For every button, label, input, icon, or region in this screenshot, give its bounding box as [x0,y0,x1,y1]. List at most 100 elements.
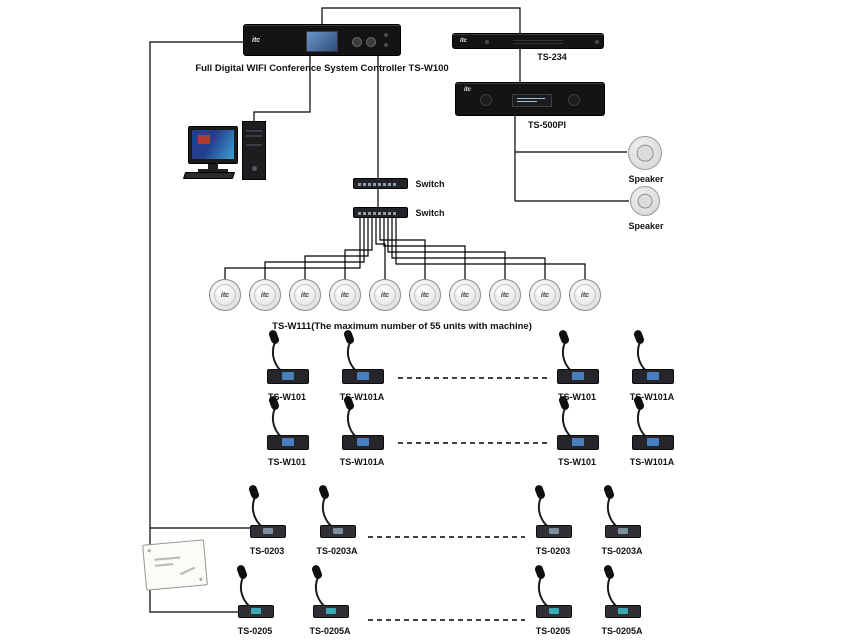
mic-label: TS-0203 [249,546,285,556]
mic-base [320,525,356,538]
mic-screen [647,438,659,446]
mic-screen [263,528,273,534]
ceiling-unit: itc [369,279,401,311]
speaker-label: Speaker [628,221,664,231]
controller-screen [306,31,338,52]
mic-screen [572,372,584,380]
ceiling-unit: itc [329,279,361,311]
network-switch [353,207,408,218]
mic-screen [357,372,369,380]
mic-base [557,435,599,450]
conference-mic [305,485,369,543]
monitor [188,126,238,164]
speaker-cone [636,144,654,162]
mic-screen [647,372,659,380]
ceiling-unit: itc [249,279,281,311]
conference-mic [255,396,319,454]
screw [485,40,489,44]
mic-label: TS-0203A [316,546,358,556]
mic-screen [549,608,559,614]
conference-mic [545,396,609,454]
mic-base [250,525,286,538]
mic-screen [333,528,343,534]
mic-base [342,369,384,384]
speaker-cone [637,193,653,209]
mic-label: TS-0205A [601,626,643,636]
switch-ports [358,183,396,186]
conference-mic [620,396,684,454]
monitor-stand [208,164,218,169]
mic-base [632,369,674,384]
monitor-base [198,169,228,172]
controller-knob [366,37,376,47]
mic-screen [549,528,559,534]
ts234-label: TS-234 [537,52,567,62]
mic-base [536,525,572,538]
mic-label: TS-W101 [557,457,597,467]
ceiling-unit: itc [529,279,561,311]
mic-screen [282,372,294,380]
mic-base [313,605,349,618]
conference-mic [330,396,394,454]
mic-label: TS-W101A [339,457,385,467]
ceiling-unit: itc [409,279,441,311]
ceiling-unit: itc [289,279,321,311]
mic-label: TS-W101 [267,457,307,467]
mic-label: TS-W101A [629,392,675,402]
mic-base [557,369,599,384]
conference-mic [590,565,654,623]
solid-wires [149,7,629,613]
speaker-label: Speaker [628,174,664,184]
ts234-unit: itc [452,33,604,49]
amplifier-unit: itc [455,82,605,116]
continuation-dashes [368,377,548,621]
ceiling-note: TS-W111(The maximum number of 55 units w… [272,321,532,332]
mic-label: TS-0205 [237,626,273,636]
monitor-screen [192,130,234,159]
mic-screen [618,608,628,614]
brand-logo: itc [460,38,468,44]
mic-base [267,369,309,384]
conference-mic [521,485,585,543]
controller-label: Full Digital WIFI Conference System Cont… [195,63,449,74]
conference-mic [590,485,654,543]
conference-mic [545,330,609,388]
amplifier-label: TS-500PI [527,120,567,130]
mic-base [536,605,572,618]
ceiling-unit: itc [449,279,481,311]
mic-base [605,605,641,618]
amp-knob [568,94,580,106]
amp-display [512,94,552,107]
computer-tower [242,121,266,180]
mic-screen [618,528,628,534]
mic-label: TS-0205A [309,626,351,636]
mic-base [267,435,309,450]
mic-label: TS-0203 [535,546,571,556]
network-switch [353,178,408,189]
mic-base [238,605,274,618]
screw [595,40,599,44]
ceiling-unit: itc [569,279,601,311]
mic-label: TS-W101 [557,392,597,402]
mic-base [632,435,674,450]
brand-logo: itc [464,87,472,93]
mic-screen [572,438,584,446]
screw [384,33,388,37]
switch-label: Switch [415,208,445,218]
mic-screen [251,608,261,614]
brand-logo: itc [252,37,261,44]
wall-unit [142,539,208,591]
mic-screen [326,608,336,614]
keyboard [182,172,236,179]
switch-ports [358,212,396,215]
mic-label: TS-W101 [267,392,307,402]
conference-mic [620,330,684,388]
mic-label: TS-0203A [601,546,643,556]
screw [384,43,388,47]
conference-mic [330,330,394,388]
speaker [628,136,662,170]
controller-unit: itc [243,24,401,56]
mic-base [605,525,641,538]
